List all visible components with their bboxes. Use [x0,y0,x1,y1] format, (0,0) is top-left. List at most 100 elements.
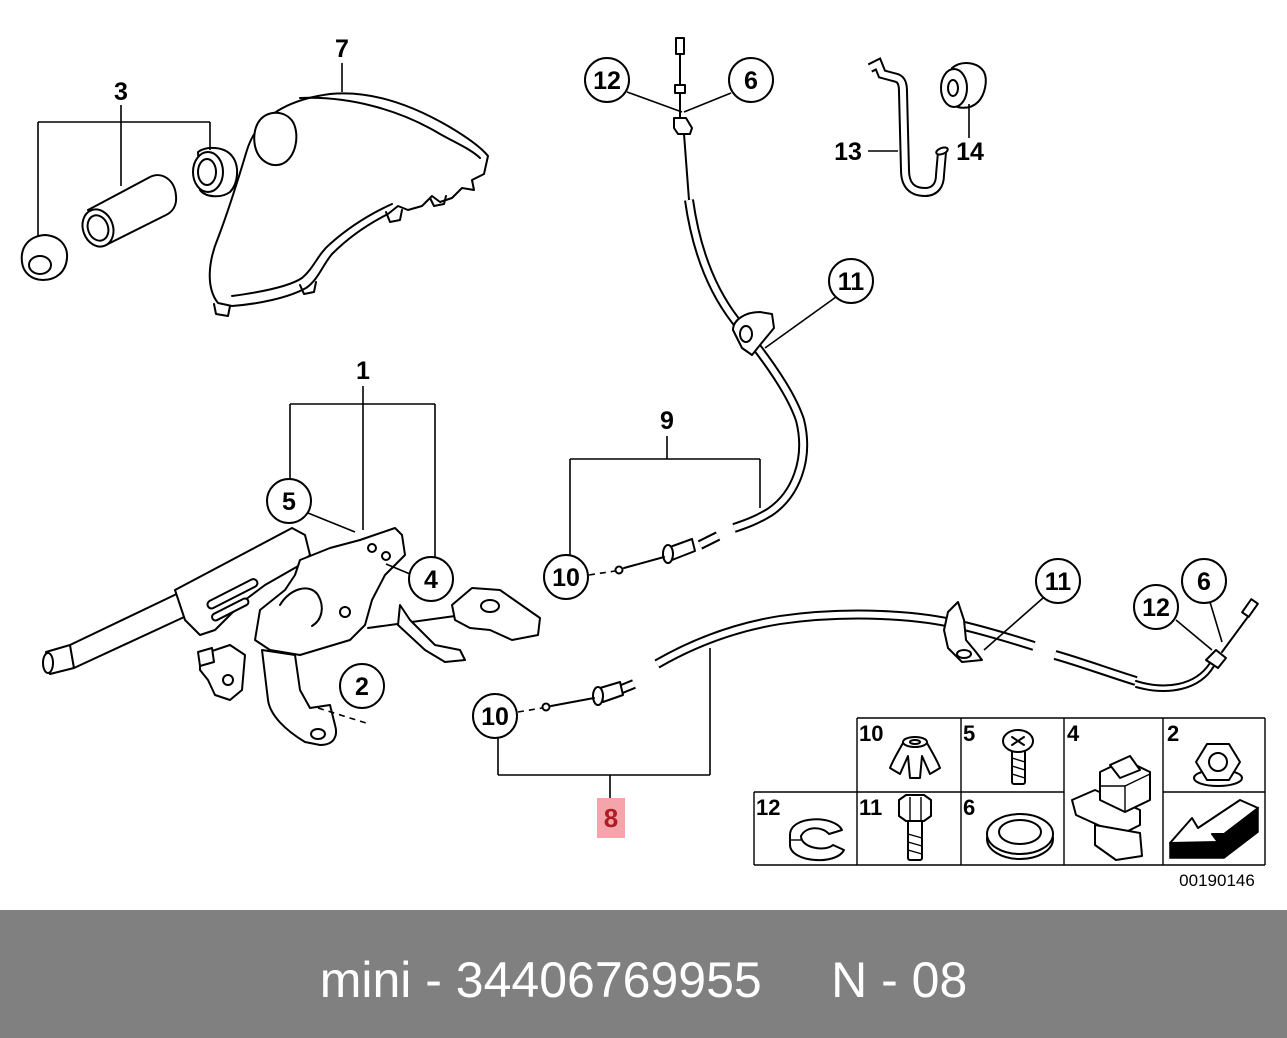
lever-lower-frame-hole [310,728,326,740]
callout-12-bottom[interactable]: 12 [1133,584,1179,630]
callout-label: 12 [1142,594,1170,622]
callout-6-top[interactable]: 6 [728,57,774,103]
lever-bracket-hole-1 [339,606,351,618]
leader-2 [317,707,367,724]
callout-circle [408,556,454,602]
cable-9-sheath-fill [686,199,807,531]
cable-9-sheath-outline [684,199,809,533]
lever-arm-slot [206,578,259,610]
callout-label: 4 [424,566,438,594]
callout-10-bottom[interactable]: 10 [472,693,518,739]
callout-10-top[interactable]: 10 [543,554,589,600]
bracket-bottom-hole [956,649,972,659]
part-1-handbrake-lever [42,527,541,746]
legend-cell-10: 10 [859,721,941,779]
screw-icon [1002,729,1034,785]
callout-5[interactable]: 5 [266,478,312,524]
callout-label: 5 [282,488,296,516]
cable-8-rear-nipple [1241,598,1259,618]
part-11-bracket-top [732,311,775,356]
part-7-console-boot [208,92,489,317]
footer-bar: mini - 34406769955 N - 08 [0,910,1287,1038]
callout-8-selected[interactable]: 8 [597,798,625,838]
legend-cell-2: 2 [1167,721,1243,787]
cable-collar-top [674,84,686,94]
lever-arm-slot2 [211,597,250,622]
callout-circle [828,258,874,304]
cable-8-rear-sheath-fill [1054,652,1137,684]
callout-9[interactable]: 9 [660,407,674,435]
callout-14[interactable]: 14 [956,138,984,166]
clip-tab [1109,755,1141,779]
legend-table: 10 5 4 [753,717,1266,866]
grip-ring-bore [197,158,217,186]
leader-11-top [764,296,837,349]
push-nut-body [889,742,941,779]
callout-label: 2 [355,673,369,701]
callout-1[interactable]: 1 [356,357,370,385]
cable-8-sheath-fill [655,611,1035,667]
callout-13[interactable]: 13 [834,138,862,166]
retaining-clip-icon [789,818,845,862]
callout-6-bottom[interactable]: 6 [1181,558,1227,604]
leader-4 [385,563,411,575]
legend-label: 4 [1067,721,1080,746]
callout-2[interactable]: 2 [339,663,385,709]
lever-bracket-hole-3 [381,551,391,561]
washer-bore [998,819,1042,845]
legend-cell-arrow [1169,799,1259,859]
callout-circle [543,554,589,600]
boot-tab-mid [299,281,317,295]
parts-diagram: 7 3 12 6 13 14 11 1 9 5 4 10 11 [20,35,1266,890]
lever-small-pin [197,647,215,667]
callout-circle [472,693,518,739]
cable-8-wire [550,697,595,707]
boot-tab-right [385,209,403,223]
boot-upper-ridge [299,96,481,159]
washer-icon [986,813,1054,860]
cable-8-rear-wire [1221,613,1251,653]
callout-circle [339,663,385,709]
callout-11-bottom[interactable]: 11 [1035,558,1081,604]
part-4-clip-on-rod [451,587,541,641]
callout-label: 12 [593,67,621,95]
legend-label: 12 [756,795,780,820]
arrow-face [1169,799,1259,844]
cable-end-top [673,37,693,201]
legend-cell-11: 11 [859,794,932,861]
callout-highlight [597,798,625,838]
cable-nipple-top [675,37,685,55]
legend-label: 2 [1167,721,1179,746]
leader-6-bottom [1209,601,1223,643]
callout-label: 3 [114,78,128,106]
cable-8-fitting-flange [592,686,604,706]
cable-9-thin-section [683,133,690,201]
callout-label: 6 [1197,568,1211,596]
leader-5 [307,512,356,533]
boot-tab-left [213,303,231,317]
legend-label: 10 [859,721,883,746]
callout-circle [266,478,312,524]
callout-7[interactable]: 7 [335,35,349,63]
callout-11-top[interactable]: 11 [828,258,874,304]
arrow-icon [1169,799,1259,859]
cable-8-rear-ferrule [1205,649,1227,669]
callout-4[interactable]: 4 [408,556,454,602]
boot-lower-edge [231,203,393,297]
cable-9-sheath-end-fill [698,533,720,548]
callout-12-top[interactable]: 12 [584,57,630,103]
part-8-brake-cable [541,598,1259,712]
callout-label: 13 [834,138,862,166]
callout-3[interactable]: 3 [114,78,128,106]
cable-ferrule-top [673,117,693,135]
legend-label: 5 [963,721,975,746]
lever-handle-rod [69,589,196,669]
screw-thread [1011,757,1026,763]
cable-9-nipple [614,565,624,575]
callout-label: 11 [1045,568,1072,596]
part-11-bracket-bottom [943,601,983,663]
screw-thread [1011,765,1026,771]
lever-bracket-hole-2 [367,543,377,553]
diagram-id: 00190146 [1179,871,1255,890]
callout-label: 10 [552,564,580,592]
